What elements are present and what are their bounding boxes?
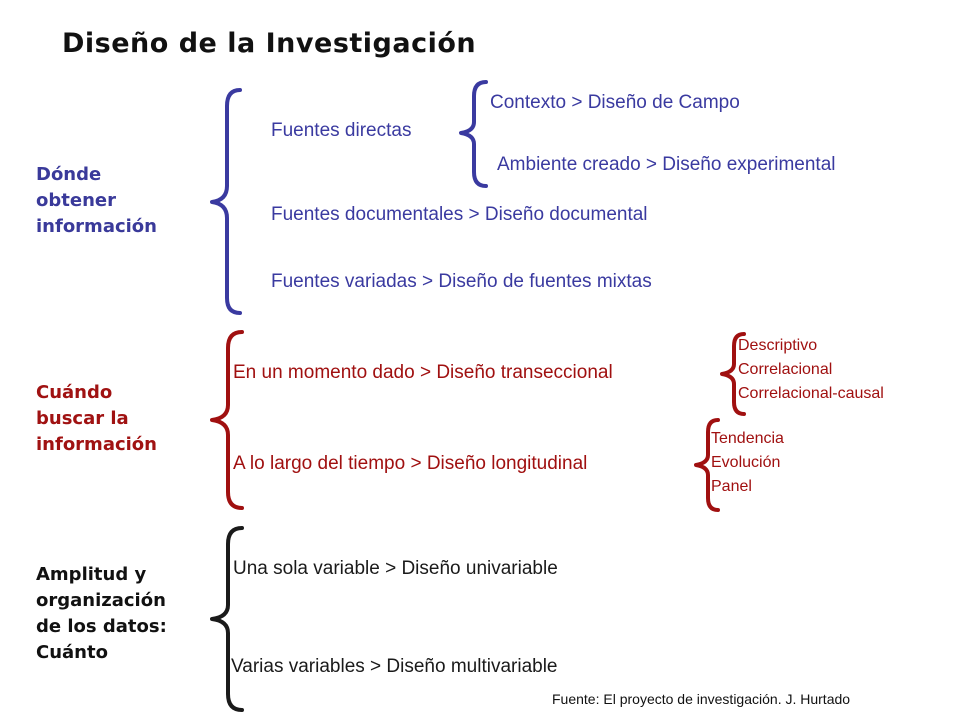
contexto-campo: Contexto > Diseño de Campo — [490, 92, 740, 113]
fuentes-documentales: Fuentes documentales > Diseño documental — [271, 204, 648, 225]
page-title: Diseño de la Investigación — [62, 28, 477, 59]
cuanto-label-line: organización — [36, 590, 166, 611]
cuando-label-line: Cuándo — [36, 382, 113, 403]
fuentes-directas: Fuentes directas — [271, 120, 412, 141]
donde-label-line: información — [36, 216, 157, 237]
tiempo-longitudinal: A lo largo del tiempo > Diseño longitudi… — [233, 453, 588, 474]
donde-brace — [210, 88, 242, 315]
donde-label-line: Dónde — [36, 164, 102, 185]
type-panel: Panel — [711, 478, 752, 495]
cuanto-label-line: Amplitud y — [36, 564, 147, 585]
longitudinal-types: Tendencia Evolución Panel — [711, 427, 784, 499]
univariable: Una sola variable > Diseño univariable — [233, 558, 558, 579]
type-correlacional-causal: Correlacional-causal — [738, 385, 884, 402]
longitudinal-brace — [694, 418, 720, 512]
momento-transeccional: En un momento dado > Diseño transecciona… — [233, 362, 613, 383]
cuanto-label-line: de los datos: — [36, 616, 167, 637]
type-tendencia: Tendencia — [711, 430, 784, 447]
cuando-brace — [210, 330, 244, 510]
cuando-label-line: información — [36, 434, 157, 455]
donde-label: Dónde obtener información — [36, 162, 157, 240]
multivariable: Varias variables > Diseño multivariable — [231, 656, 558, 677]
fuentes-variadas: Fuentes variadas > Diseño de fuentes mix… — [271, 271, 652, 292]
donde-label-line: obtener — [36, 190, 116, 211]
transeccional-types: Descriptivo Correlacional Correlacional-… — [738, 334, 884, 406]
transeccional-brace — [720, 332, 746, 416]
cuando-label-line: buscar la — [36, 408, 129, 429]
cuanto-label-line: Cuánto — [36, 642, 108, 663]
source-citation: Fuente: El proyecto de investigación. J.… — [552, 691, 851, 707]
type-descriptivo: Descriptivo — [738, 337, 818, 354]
directas-brace — [459, 80, 488, 188]
type-evolucion: Evolución — [711, 454, 781, 471]
cuando-label: Cuándo buscar la información — [36, 380, 157, 458]
cuanto-label: Amplitud y organización de los datos: Cu… — [36, 562, 167, 666]
cuanto-brace — [210, 526, 244, 712]
type-correlacional: Correlacional — [738, 361, 833, 378]
ambiente-experimental: Ambiente creado > Diseño experimental — [497, 154, 836, 175]
